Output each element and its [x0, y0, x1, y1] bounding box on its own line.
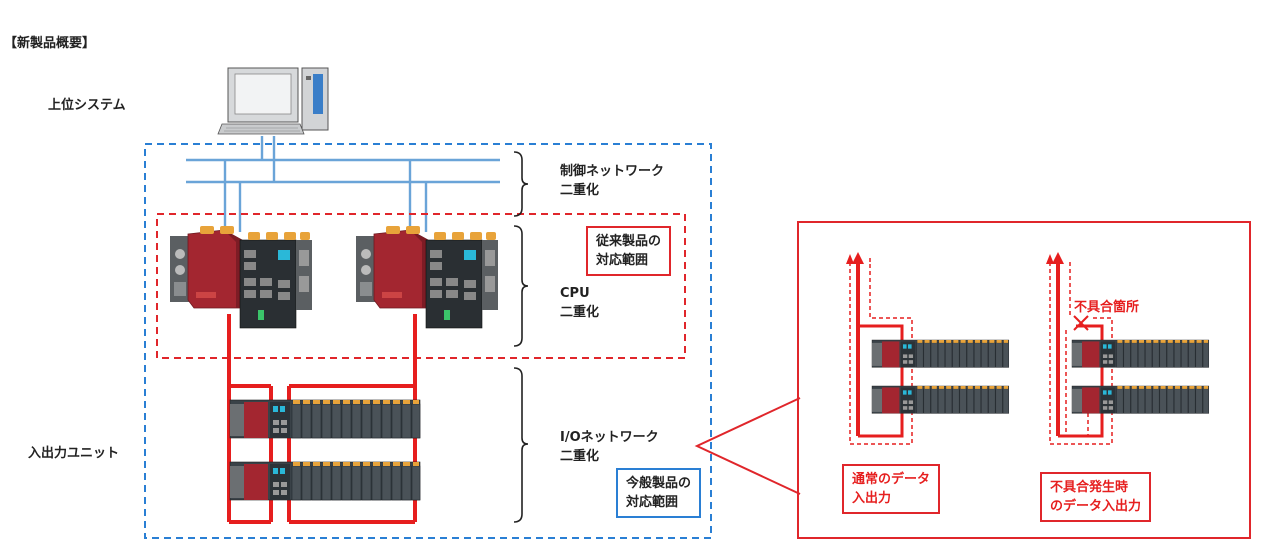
plc-cpu-icon — [169, 225, 313, 329]
io-rack-icon — [229, 461, 421, 501]
fault-io-box: 不具合発生時 のデータ入出力 — [1040, 472, 1152, 522]
conventional-scope-box: 従来製品の 対応範囲 — [586, 226, 672, 276]
io-rack-icon — [229, 399, 421, 439]
label-io-network: I/Oネットワーク 二重化 — [560, 430, 659, 464]
system-boundary — [144, 143, 712, 539]
fault-io-path — [1046, 252, 1210, 445]
callout-pointer — [694, 397, 801, 495]
braces — [513, 151, 529, 523]
new-scope-box: 今般製品の 対応範囲 — [616, 468, 702, 518]
detail-callout — [797, 221, 1251, 539]
label-io-unit: 入出力ユニット — [28, 446, 120, 461]
plc-cpu-icon — [355, 225, 499, 329]
cpu-region — [156, 213, 686, 359]
normal-io-box: 通常のデータ 入出力 — [842, 464, 941, 514]
fault-x-icon — [1073, 315, 1089, 331]
normal-io-path — [846, 252, 1010, 445]
label-control-network: 制御ネットワーク 二重化 — [560, 164, 665, 198]
control-network — [186, 136, 500, 232]
page-title: 【新製品概要】 — [4, 36, 96, 51]
desktop-computer-icon — [217, 67, 329, 135]
fault-point-label: 不具合箇所 — [1074, 300, 1140, 315]
label-cpu-redundancy: CPU 二重化 — [560, 286, 600, 320]
label-upper-system: 上位システム — [48, 98, 126, 113]
